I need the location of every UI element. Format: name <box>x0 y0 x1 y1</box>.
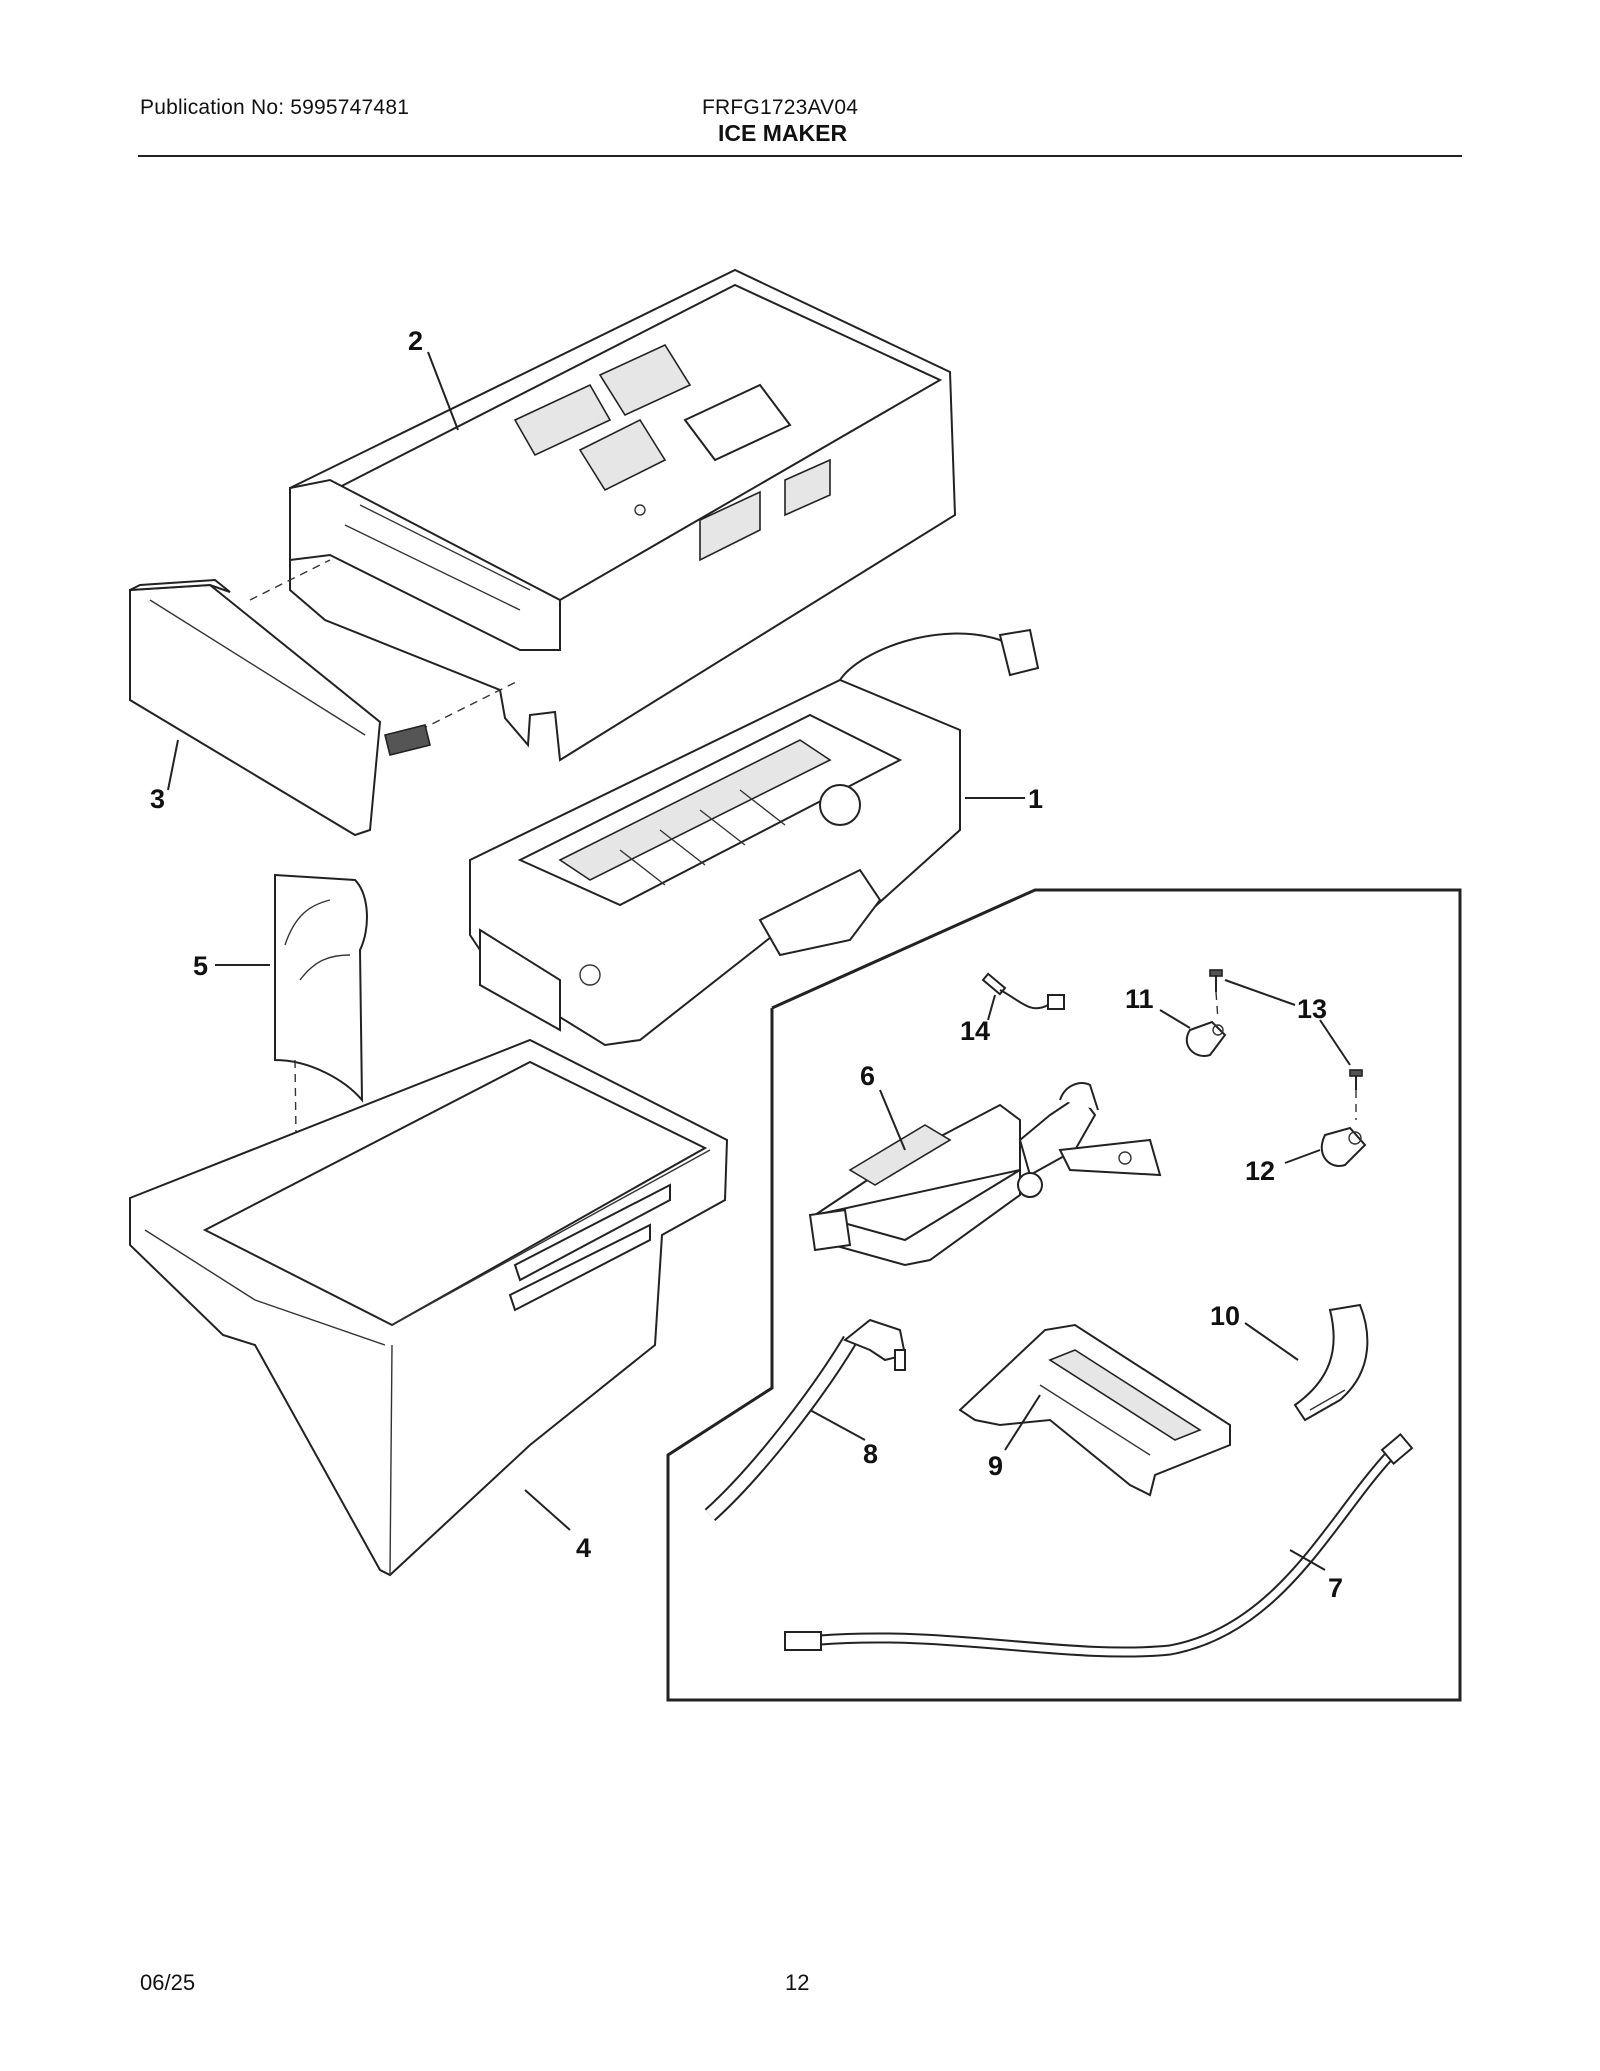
part-1-ice-maker <box>469 628 1040 1047</box>
part-2-housing <box>289 268 957 762</box>
part-13-screws <box>1209 969 1363 1120</box>
model-number: FRFG1723AV04 <box>702 96 859 119</box>
part-14-harness <box>981 972 1065 1010</box>
part-9-bracket <box>958 1323 1231 1497</box>
callout-2: 2 <box>408 326 423 356</box>
callout-5: 5 <box>193 951 208 981</box>
callout-14: 14 <box>960 1016 990 1046</box>
part-12-clamp <box>1320 1126 1367 1167</box>
callout-8: 8 <box>863 1439 878 1469</box>
page-title: ICE MAKER <box>718 120 848 146</box>
publication-number: Publication No: 5995747481 <box>140 96 410 119</box>
leader-lines <box>167 351 1351 1571</box>
callout-10: 10 <box>1210 1301 1240 1331</box>
publication-date: 06/25 <box>140 1970 196 1995</box>
part-7-water-line <box>784 1432 1414 1658</box>
callout-6: 6 <box>860 1061 875 1091</box>
callout-4: 4 <box>576 1533 591 1563</box>
callout-9: 9 <box>988 1451 1003 1481</box>
callout-11: 11 <box>1125 984 1154 1014</box>
callout-7: 7 <box>1328 1573 1343 1603</box>
part-5-chute <box>274 873 368 1103</box>
inset-frame <box>666 888 1462 1702</box>
part-11-clamp <box>1185 1020 1227 1057</box>
page-number: 12 <box>785 1970 810 1995</box>
callout-1: 1 <box>1028 784 1043 814</box>
header-rule <box>138 155 1462 157</box>
callout-13: 13 <box>1297 994 1327 1024</box>
part-4-ice-bucket <box>129 1038 729 1577</box>
callout-12: 12 <box>1245 1156 1275 1186</box>
part-3-front-panel <box>129 578 431 837</box>
callout-3: 3 <box>150 784 165 814</box>
part-10-clip <box>1293 1303 1369 1422</box>
part-8-tube <box>704 1318 907 1521</box>
part-6-water-valve <box>808 1082 1162 1267</box>
